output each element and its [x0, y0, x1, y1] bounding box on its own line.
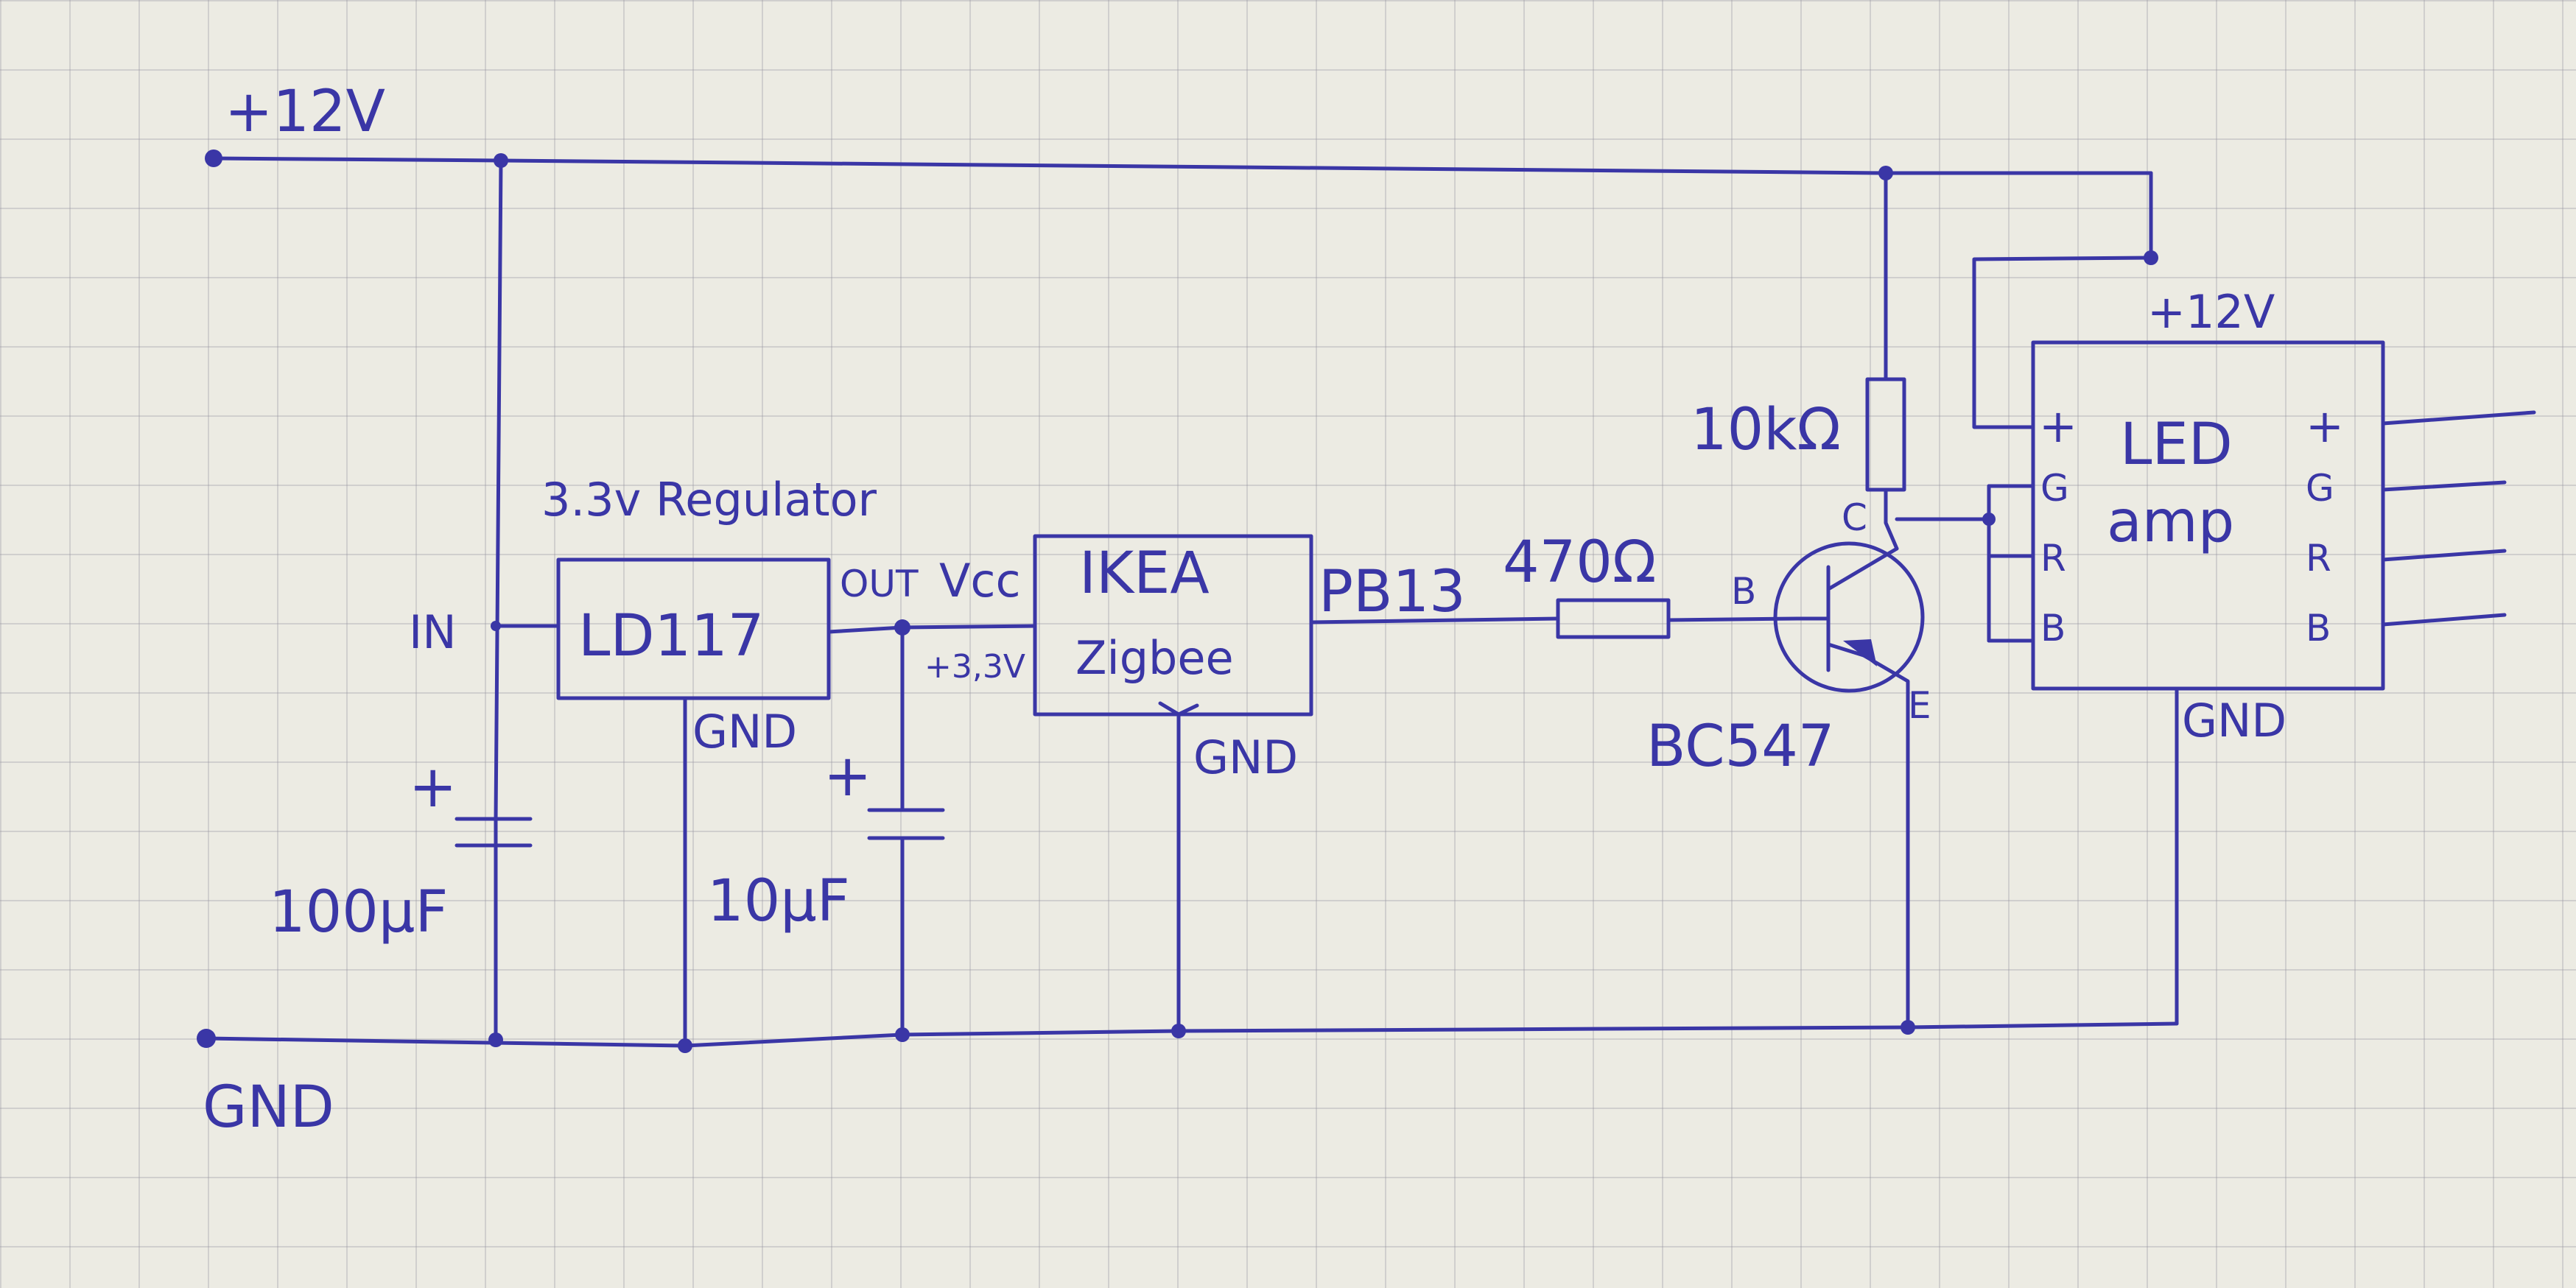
label-pin-c: C [1842, 496, 1867, 539]
wire-out-g [2381, 480, 2507, 492]
label-amp-in-plus: + [2039, 399, 2077, 453]
label-gnd: GND [203, 1074, 334, 1141]
wire-input-vertical [494, 158, 503, 1042]
label-cap2-value: 10µF [707, 868, 850, 935]
label-3v3: +3,3V [924, 648, 1025, 686]
wire-out-r [2381, 549, 2507, 562]
label-vcc: Vcc [939, 554, 1021, 608]
wire-amp-plus-loop [1972, 256, 2153, 429]
label-amp-line1: LED [2120, 412, 2233, 478]
label-regulator-part: LD117 [578, 603, 764, 669]
label-amp-in-g: G [2040, 467, 2069, 510]
junction-nodes [197, 149, 2158, 1053]
led-amp-box [2031, 340, 2385, 691]
wire-12v-rail [211, 156, 2153, 175]
wire-reg-out [827, 624, 1037, 634]
wire-emitter [1861, 653, 1910, 1030]
label-amp-out-r: R [2306, 537, 2331, 580]
wire-pullup-bottom [1884, 488, 1899, 551]
label-470-ohm: 470Ω [1503, 529, 1656, 596]
wire-base [1666, 616, 1800, 622]
label-amp-line2: amp [2107, 489, 2234, 555]
label-reg-in: IN [409, 605, 457, 659]
label-reg-out: OUT [840, 563, 919, 605]
label-reg-gnd: GND [692, 705, 797, 759]
label-bc547: BC547 [1646, 714, 1834, 780]
label-amp-out-plus: + [2306, 399, 2344, 453]
label-amp-out-b: B [2306, 607, 2331, 650]
wire-out-b [2381, 613, 2507, 627]
label-ikea-line1: IKEA [1079, 541, 1210, 607]
label-pb13: PB13 [1319, 559, 1466, 625]
transistor-bc547 [1773, 541, 1925, 693]
label-ikea-gnd: GND [1193, 731, 1298, 784]
label-cap2-plus: + [824, 743, 871, 809]
ikea-zigbee-box [1033, 534, 1313, 717]
label-regulator-title: 3.3v Regulator [541, 473, 877, 527]
label-ikea-line2: Zigbee [1075, 631, 1234, 685]
resistor-10k [1865, 377, 1906, 492]
label-pin-e: E [1908, 684, 1931, 727]
wire-gnd-rail [204, 1021, 2179, 1048]
label-amp-gnd: GND [2182, 694, 2287, 747]
capacitor-10uf [867, 808, 945, 840]
label-amp-in-b: B [2040, 607, 2066, 650]
label-10k-ohm: 10kΩ [1691, 397, 1841, 463]
wire-out-plus [2381, 410, 2536, 426]
wire-pb13 [1309, 616, 1560, 624]
label-cap1-plus: + [409, 754, 457, 820]
label-pin-b: B [1731, 570, 1756, 613]
label-amp-in-r: R [2040, 537, 2066, 580]
label-cap1-value: 100µF [269, 879, 448, 946]
label-amp-out-g: G [2306, 467, 2334, 510]
resistor-470 [1556, 598, 1671, 639]
ikea-antenna-mark [1158, 701, 1199, 717]
label-amp-supply: +12V [2147, 285, 2275, 339]
regulator-box [556, 557, 831, 700]
capacitor-100uf [455, 817, 533, 848]
label-12v: +12V [225, 79, 385, 145]
